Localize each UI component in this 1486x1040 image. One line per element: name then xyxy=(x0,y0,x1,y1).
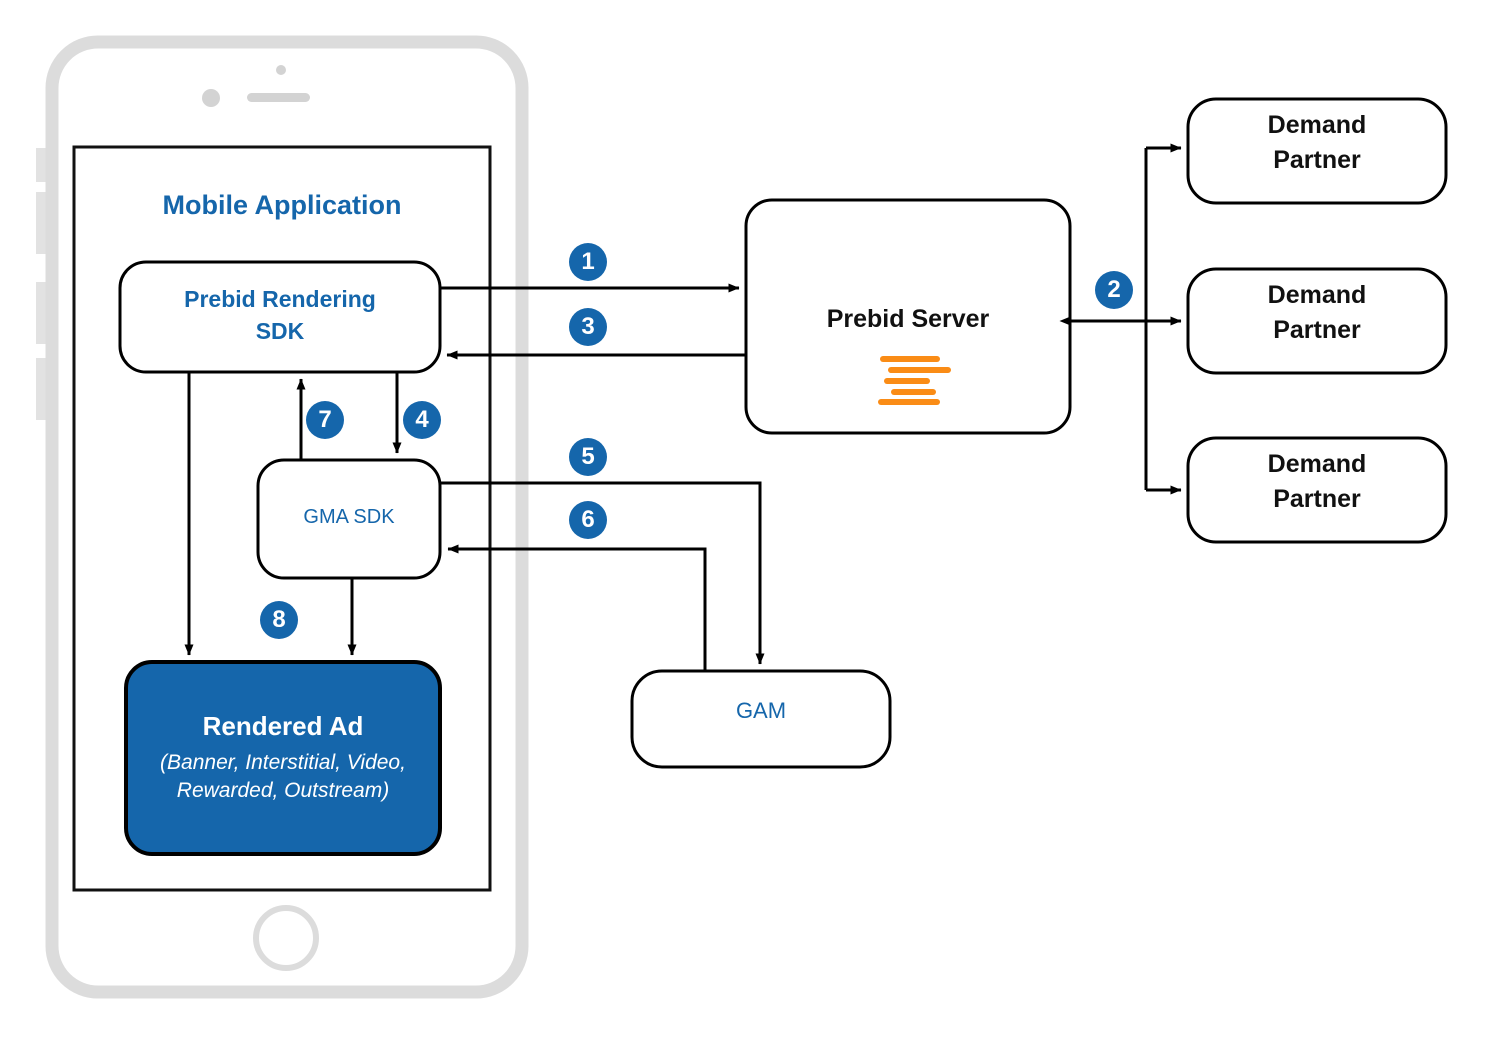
camera-dot-icon xyxy=(276,65,286,75)
connector-6-gam-to-gma xyxy=(447,544,707,671)
badge-circle-4 xyxy=(403,401,441,439)
speaker-grille-icon xyxy=(247,93,310,102)
badge-circle-3 xyxy=(569,308,607,346)
gma-sdk-box xyxy=(256,458,442,580)
demand-partner-box-3 xyxy=(1186,436,1448,544)
badge-circle-5 xyxy=(569,438,607,476)
sensor-dot-icon xyxy=(202,89,220,107)
prebid-rendering-sdk-box xyxy=(118,260,442,374)
demand-partner-box-2 xyxy=(1186,267,1448,375)
prebid-logo-icon xyxy=(878,356,951,405)
badge-label-8: 8 xyxy=(272,606,286,633)
rendered-ad-box xyxy=(124,660,442,856)
connector-5-gma-to-gam xyxy=(440,481,765,665)
badge-label-1: 1 xyxy=(581,248,595,275)
prebid-server-box xyxy=(744,198,1072,435)
step-badge-circles xyxy=(260,243,1133,639)
badge-label-5: 5 xyxy=(581,443,595,470)
badge-label-6: 6 xyxy=(581,506,595,533)
badge-circle-6 xyxy=(569,501,607,539)
badge-circle-7 xyxy=(306,401,344,439)
badge-label-4: 4 xyxy=(415,406,429,433)
badge-label-3: 3 xyxy=(581,313,595,340)
demand-partner-box-1 xyxy=(1186,97,1448,205)
gam-box xyxy=(630,669,892,769)
phone-side-buttons xyxy=(36,148,46,420)
badge-circle-1 xyxy=(569,243,607,281)
badge-circle-2 xyxy=(1095,271,1133,309)
badge-label-2: 2 xyxy=(1107,276,1121,303)
badge-label-7: 7 xyxy=(318,406,332,433)
home-button-icon xyxy=(253,905,319,971)
badge-circle-8 xyxy=(260,601,298,639)
